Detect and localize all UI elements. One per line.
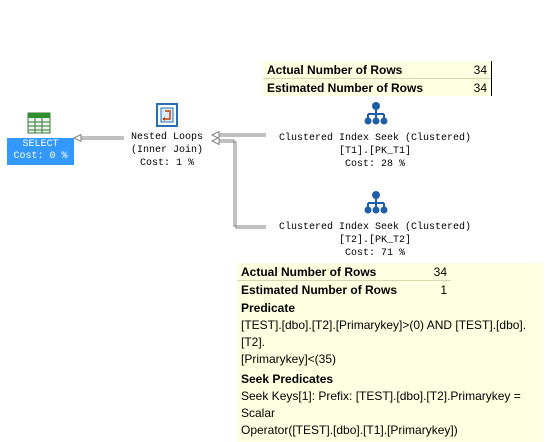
select-node-label[interactable]: SELECT Cost: 0 %	[7, 138, 74, 165]
predicate-line-1: [TEST].[dbo].[T2].[Primarykey]>(0) AND […	[241, 318, 527, 349]
nested-loops-cost: Cost: 1 %	[139, 158, 194, 169]
nested-loops-subtitle: (Inner Join)	[130, 145, 203, 156]
tooltip-row-label: Actual Number of Rows	[241, 264, 377, 279]
seek2-node-label[interactable]: Clustered Index Seek (Clustered) [T2].[P…	[265, 221, 485, 260]
nested-loops-node-label[interactable]: Nested Loops (Inner Join) Cost: 1 %	[117, 131, 217, 170]
predicate-text: [TEST].[dbo].[T2].[Primarykey]>(0) AND […	[237, 316, 543, 369]
seek2-object: [T2].[PK_T2]	[338, 235, 411, 246]
tooltip-row-value: 34	[473, 62, 487, 77]
nested-loops-title: Nested Loops	[130, 132, 203, 143]
plan-connectors	[72, 130, 266, 229]
tooltip-row-value: 1	[440, 282, 447, 297]
seek1-cost: Cost: 28 %	[344, 159, 405, 170]
tooltip-row-value: 34	[473, 80, 487, 95]
seek1-object: [T1].[PK_T1]	[338, 146, 411, 157]
predicate-heading: Predicate	[241, 301, 296, 315]
tooltip-row-label: Estimated Number of Rows	[267, 80, 424, 95]
seek2-tooltip: Actual Number of Rows 34 Estimated Numbe…	[237, 263, 543, 442]
tooltip-row-label: Actual Number of Rows	[267, 62, 403, 77]
select-node-title: SELECT	[22, 139, 59, 150]
seek-predicates-line-1: Seek Keys[1]: Prefix: [TEST].[dbo].[T2].…	[241, 389, 521, 420]
tooltip-row: Actual Number of Rows 34	[263, 61, 491, 79]
predicate-line-2: [Primarykey]<(35)	[241, 352, 337, 366]
tooltip-row: Actual Number of Rows 34	[237, 263, 451, 281]
tooltip-row: Estimated Number of Rows 1	[237, 281, 451, 298]
seek2-cost: Cost: 71 %	[344, 248, 405, 259]
seek1-node-label[interactable]: Clustered Index Seek (Clustered) [T1].[P…	[265, 132, 485, 171]
nested-loops-icon[interactable]	[155, 102, 179, 128]
clustered-index-seek-icon[interactable]	[362, 101, 390, 127]
select-result-icon[interactable]	[27, 112, 51, 134]
execution-plan-canvas: SELECT Cost: 0 % Nested Loops (Inner Joi…	[7, 61, 543, 442]
seek1-tooltip: Actual Number of Rows 34 Estimated Numbe…	[263, 61, 492, 96]
connector-nested-loops-seek1	[210, 130, 266, 140]
tooltip-row: Estimated Number of Rows 34	[263, 79, 491, 96]
seek-predicates-line-2: Operator([TEST].[dbo].[T1].[Primarykey])	[241, 423, 458, 437]
connector-select-nested-loops	[72, 133, 124, 143]
tooltip-row-label: Estimated Number of Rows	[241, 282, 398, 297]
clustered-index-seek-icon[interactable]	[362, 190, 390, 216]
tooltip-row-value: 34	[433, 264, 447, 279]
select-node-cost: Cost: 0 %	[13, 151, 68, 162]
seek-predicates-text: Seek Keys[1]: Prefix: [TEST].[dbo].[T2].…	[237, 387, 543, 440]
seek1-title: Clustered Index Seek (Clustered)	[278, 133, 472, 144]
connector-nested-loops-seek2	[210, 136, 266, 229]
seek2-title: Clustered Index Seek (Clustered)	[278, 222, 472, 233]
seek-predicates-heading: Seek Predicates	[241, 372, 334, 386]
